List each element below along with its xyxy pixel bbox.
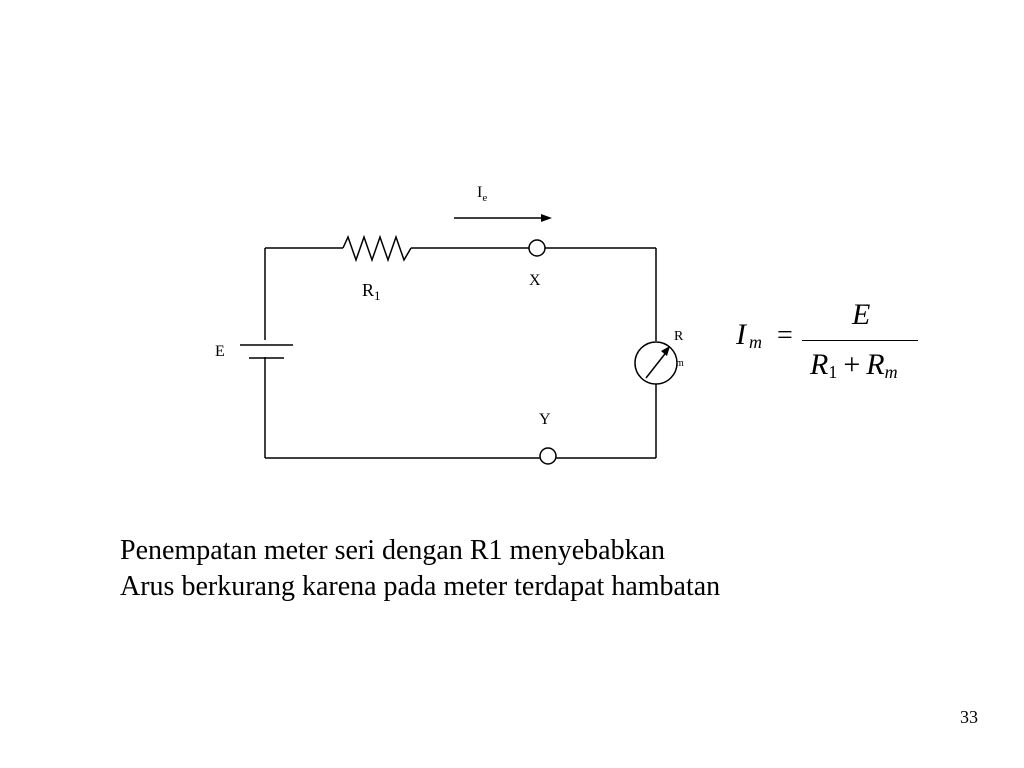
caption-line-1: Penempatan meter seri dengan R1 menyebab… xyxy=(120,535,666,566)
formula-den-subscript-1: 1 xyxy=(828,362,838,382)
page-number: 33 xyxy=(960,707,978,727)
meter-needle-arrowhead xyxy=(661,346,670,356)
current-label: Ie xyxy=(477,184,487,204)
formula-lhs-subscript: m xyxy=(749,332,762,352)
resistor-r1 xyxy=(342,234,412,263)
node-y-label: Y xyxy=(539,411,551,428)
formula-equals: = xyxy=(777,320,793,351)
formula-fraction-bar xyxy=(802,340,918,341)
formula-plus: + xyxy=(843,348,861,381)
terminal-x xyxy=(528,239,546,257)
terminal-y xyxy=(539,447,557,465)
circuit-wires xyxy=(264,247,657,459)
source-label: E xyxy=(215,343,225,360)
resistor-label: R1 xyxy=(362,280,381,303)
node-x-label: X xyxy=(529,272,541,289)
caption: Penempatan meter seri dengan R1 menyebab… xyxy=(120,533,720,605)
resistor-subscript: 1 xyxy=(374,288,381,303)
formula-denominator: R1+Rm xyxy=(810,348,898,382)
meter-label: R xyxy=(674,329,684,344)
meter-subscript: m xyxy=(676,358,684,369)
formula-numerator: E xyxy=(852,298,871,331)
meter-symbol xyxy=(634,341,678,385)
meter-needle xyxy=(645,349,669,379)
caption-line-2: Arus berkurang karena pada meter terdapa… xyxy=(120,571,721,602)
current-arrowhead xyxy=(541,214,552,222)
formula-den-subscript-2: m xyxy=(884,362,898,382)
current-subscript: e xyxy=(482,192,487,204)
